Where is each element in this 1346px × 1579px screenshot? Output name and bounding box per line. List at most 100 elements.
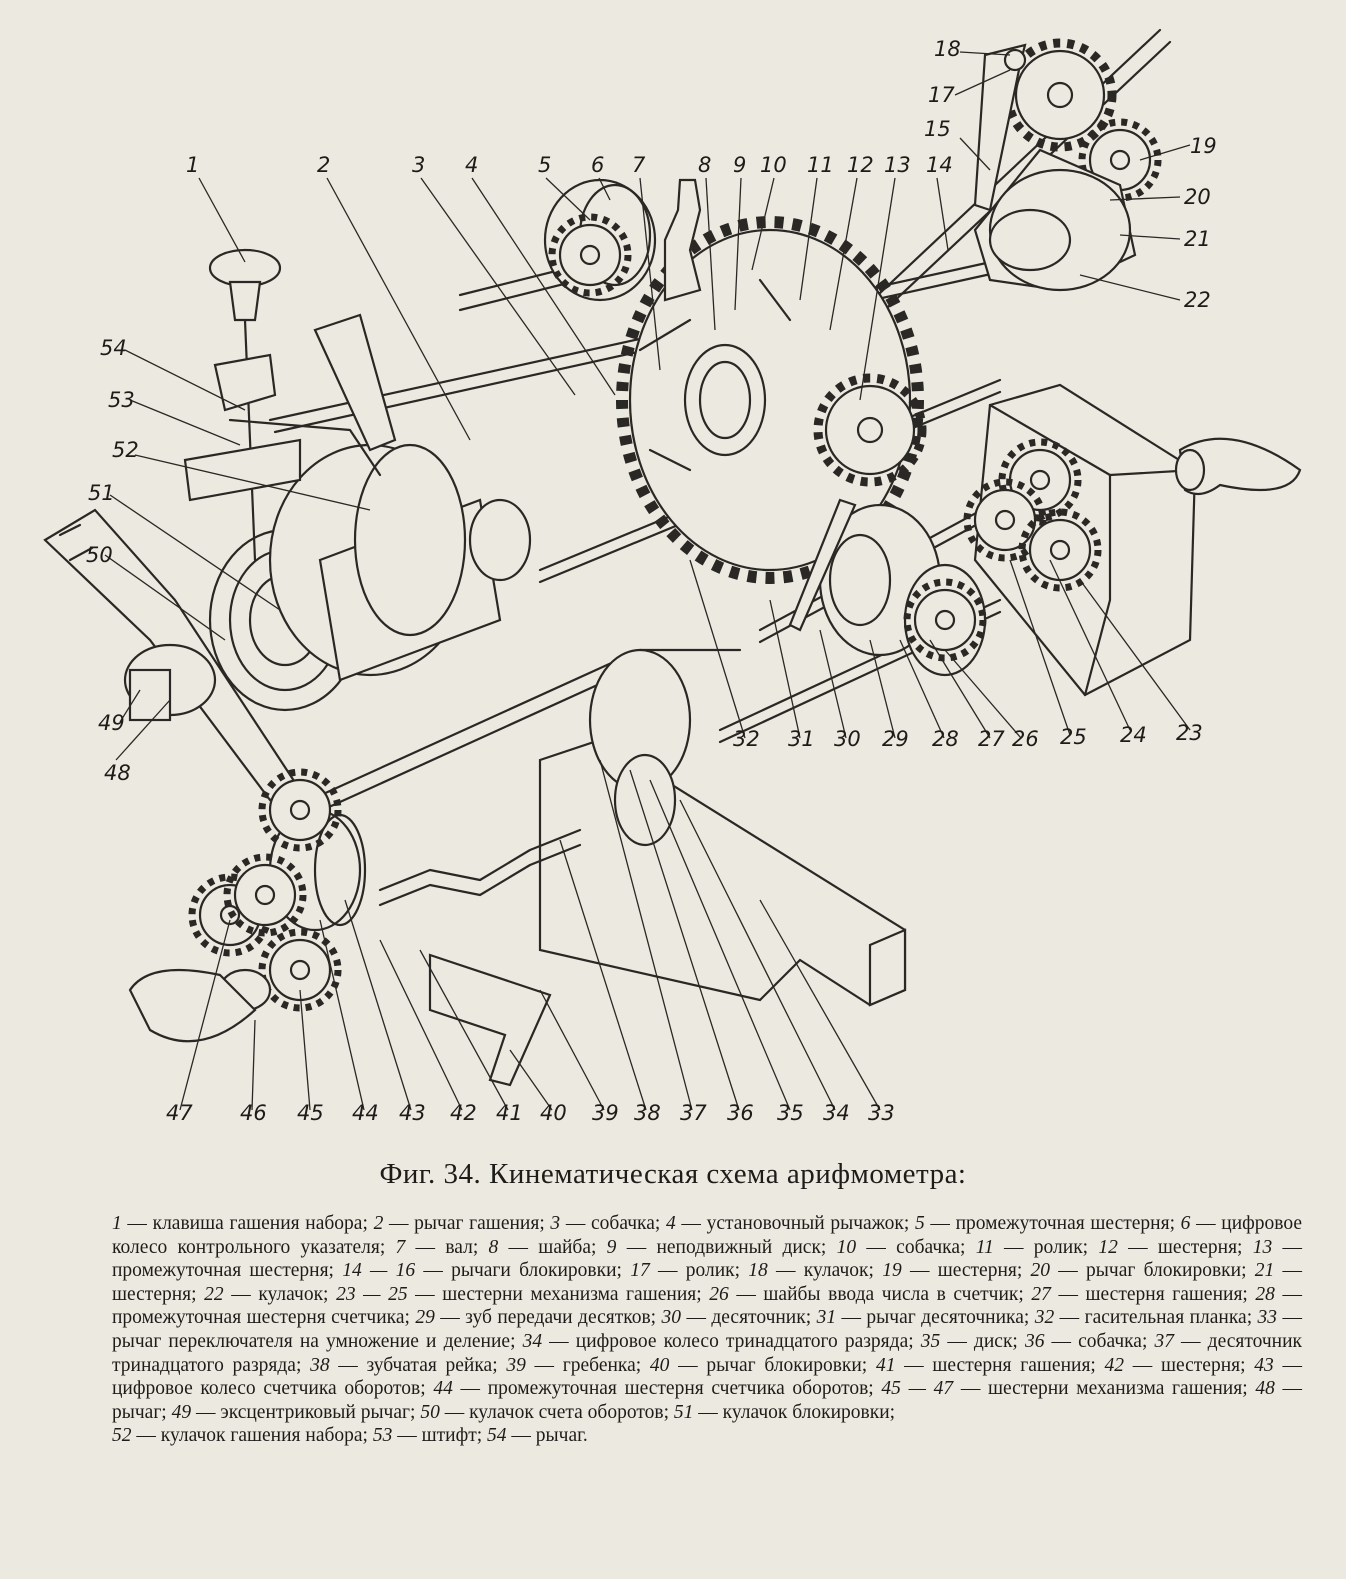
legend-item: 17 — ролик; <box>630 1260 748 1281</box>
callout-14: 14 <box>926 153 953 177</box>
legend-item: 54 — рычаг. <box>487 1425 588 1446</box>
legend-item-text: — гребенка; <box>525 1354 650 1376</box>
legend-item-text: — рычаг гашения; <box>383 1213 551 1234</box>
legend-item-number: 26 <box>709 1283 729 1305</box>
callout-4: 4 <box>465 153 478 177</box>
callout-35: 35 <box>777 1101 804 1125</box>
legend-item: 44 — промежуточная шестерня счетчика обо… <box>433 1378 881 1399</box>
main-gear <box>616 216 924 584</box>
legend-item-number: 14 — 16 <box>342 1260 416 1282</box>
legend-item-text: — шайба; <box>498 1236 607 1258</box>
legend-item-text: — шестерня гашения; <box>895 1354 1105 1376</box>
counter-wheels <box>788 442 1098 677</box>
legend-item-number: 23 — 25 <box>336 1283 408 1305</box>
legend-item: 14 — 16 — рычаги блокировки; <box>342 1260 630 1281</box>
callout-18: 18 <box>934 37 961 61</box>
legend-item-number: 51 <box>673 1401 694 1423</box>
legend-item-text: — собачка; <box>560 1213 666 1234</box>
legend-item: 42 — шестерня; <box>1105 1355 1255 1376</box>
callout-28: 28 <box>932 727 959 751</box>
legend-item: 1 — клавиша гашения набора; <box>112 1213 374 1234</box>
lower-handle <box>128 968 257 1043</box>
legend-item-text: — шестерни механизма гашения; <box>953 1378 1256 1400</box>
callout-36: 36 <box>727 1101 754 1125</box>
callout-5: 5 <box>538 153 551 177</box>
legend-item-number: 43 <box>1254 1354 1274 1376</box>
legend-item-text: — десяточник; <box>681 1307 817 1329</box>
legend-item-number: 11 <box>975 1236 994 1258</box>
callout-40: 40 <box>540 1101 567 1125</box>
legend-item-number: 10 <box>836 1236 857 1258</box>
legend-item-text: — рычаг блокировки; <box>669 1354 876 1376</box>
legend-item-number: 19 <box>882 1260 902 1282</box>
locking-plate <box>428 953 552 1087</box>
legend-item-text: — кулачок блокировки; <box>693 1401 896 1423</box>
legend-item-number: 41 <box>875 1354 896 1376</box>
callout-47: 47 <box>166 1101 193 1125</box>
legend-item: 49 — эксцентриковый рычаг; <box>172 1402 421 1423</box>
legend-item-text: — собачка; <box>1044 1330 1155 1352</box>
shaft-lower-edge <box>316 660 650 814</box>
legend-item-text: — ролик; <box>649 1260 749 1282</box>
callout-7: 7 <box>632 153 646 177</box>
legend-item: 41 — шестерня гашения; <box>876 1355 1105 1376</box>
callout-29: 29 <box>882 727 909 751</box>
clear-key <box>183 248 397 562</box>
callout-2: 2 <box>317 153 330 177</box>
legend-item-number: 52 <box>112 1425 132 1447</box>
legend-item: 11 — ролик; <box>976 1237 1099 1258</box>
legend-item-text: — диск; <box>940 1330 1025 1352</box>
legend-item: 50 — кулачок счета оборотов; <box>420 1402 674 1423</box>
revolution-counter <box>128 648 907 1087</box>
legend-item: 45 — 47 — шестерни механизма гашения; <box>881 1378 1255 1399</box>
legend-item: 34 — цифровое колесо тринадцатого разряд… <box>523 1331 921 1352</box>
legend-item-text: — шестерня; <box>1117 1236 1253 1258</box>
callout-39: 39 <box>592 1101 619 1125</box>
callout-10: 10 <box>760 153 787 177</box>
legend-item-text: — неподвижный диск; <box>616 1236 837 1258</box>
legend-item-text: — шестерня; <box>901 1260 1031 1282</box>
callout-3: 3 <box>412 153 425 177</box>
legend-item-number: 39 <box>506 1354 526 1376</box>
legend-item: 10 — собачка; <box>837 1237 976 1258</box>
callout-21: 21 <box>1184 227 1211 251</box>
callout-20: 20 <box>1184 185 1211 209</box>
callout-50: 50 <box>86 543 113 567</box>
legend-item-number: 1 <box>112 1213 122 1234</box>
shaft-arm <box>663 178 702 302</box>
callout-numbers: 1 2 3 4 5 6 7 8 9 10 11 12 13 14 15 17 1… <box>86 37 1217 1125</box>
legend-item-number: 7 <box>395 1236 406 1258</box>
legend-item-text: — эксцентриковый рычаг; <box>191 1401 421 1423</box>
callout-52: 52 <box>112 438 139 462</box>
callout-12: 12 <box>847 153 874 177</box>
legend-item: 6 — цифровое колесо контрольного указате… <box>112 1213 1302 1258</box>
legend-item-number: 2 <box>373 1213 384 1234</box>
callout-38: 38 <box>634 1101 661 1125</box>
leader-lines <box>104 51 1191 1111</box>
legend-item: 31 — рычаг десяточника; <box>817 1307 1035 1328</box>
callout-26: 26 <box>1012 727 1039 751</box>
callout-44: 44 <box>352 1101 379 1125</box>
legend-item: 52 — кулачок гашения набора; <box>112 1425 373 1446</box>
legend-item-text: — зуб передачи десятков; <box>434 1307 662 1329</box>
legend-item-text: — шестерня; <box>112 1260 1303 1305</box>
callout-45: 45 <box>297 1101 324 1125</box>
legend-item-number: 20 <box>1030 1260 1051 1282</box>
legend-item: 19 — шестерня; <box>882 1260 1030 1281</box>
legend-item-text: — шестерня гашения; <box>1050 1283 1256 1305</box>
callout-54: 54 <box>100 336 127 360</box>
legend-item-text: — ролик; <box>993 1236 1099 1258</box>
legend-item-number: 17 <box>630 1260 650 1282</box>
washer <box>683 343 767 457</box>
callout-53: 53 <box>108 388 135 412</box>
kinematic-diagram: 1 2 3 4 5 6 7 8 9 10 11 12 13 14 15 17 1… <box>43 28 1302 1125</box>
legend-item-number: 3 <box>550 1213 561 1234</box>
legend-item: 27 — шестерня гашения; <box>1031 1284 1255 1305</box>
legend-item: 3 — собачка; <box>550 1213 666 1234</box>
legend-item: 48 — рычаг; <box>112 1378 1302 1423</box>
legend-item-number: 45 — 47 <box>881 1378 954 1400</box>
legend-item-text: — промежуточная шестерня счетчика; <box>112 1283 1303 1329</box>
legend-item-text: — шайбы ввода числа в счетчик; <box>728 1283 1032 1305</box>
lever-plate <box>313 313 397 452</box>
callout-15: 15 <box>924 117 951 141</box>
